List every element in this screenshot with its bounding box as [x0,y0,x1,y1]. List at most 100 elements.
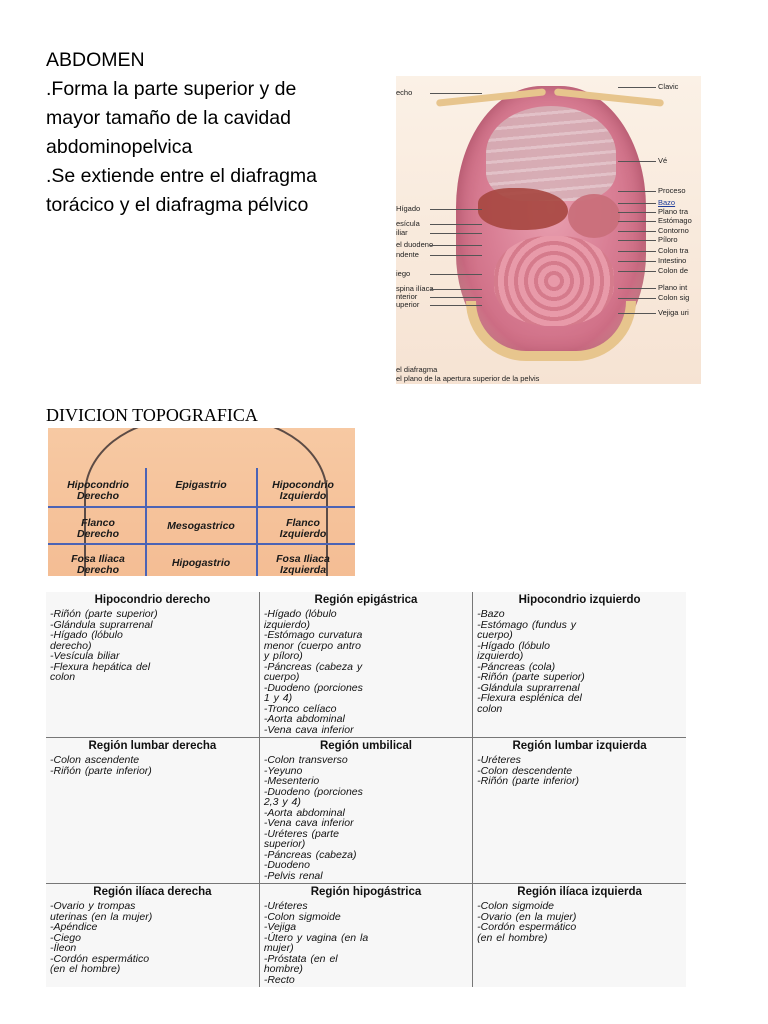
region-title: Región ilíaca derecha [93,886,212,898]
organ-item: -Glándula suprarrenal [50,618,153,631]
table-row: Región lumbar derecha-Colon ascendente-R… [46,737,686,884]
region-label-line: Derecho [76,528,119,540]
intro-title: ABDOMEN [46,49,145,71]
organ-item: -Riñón (parte inferior) [50,764,152,777]
region-divider [145,468,147,576]
organ-item: -Colon sigmoide [477,900,555,912]
organ-item: hombre) [263,963,303,975]
region-divider [256,468,258,576]
anatomy-right-label: Píloro [658,235,678,244]
leader-line [430,245,482,246]
leader-line [430,297,482,298]
anatomy-left-label: iego [396,269,411,278]
region-label-line: Izquierdo [279,490,327,502]
organ-item: -Próstata (en el [263,952,338,965]
leader-line [618,251,656,252]
organ-item: menor (cuerpo antro [263,639,361,652]
organ-item: (en el hombre) [477,931,548,944]
organ-item: -Colon transverso [263,754,348,766]
organ-item: -Aorta abdominal [263,713,345,725]
table-cell: Región lumbar derecha-Colon ascendente-R… [46,737,260,884]
organ-item: -Colon ascendente [50,754,140,766]
intro-text: ABDOMEN .Forma la parte superior y de ma… [46,46,366,220]
organ-item: -Apéndice [50,921,98,933]
organ-item: -Estómago curvatura [263,629,363,641]
organ-item: uterinas (en la mujer) [50,910,153,923]
organ-item: izquierdo) [263,618,310,631]
leader-line [430,93,482,94]
region-divider [48,506,355,508]
organ-item: -Páncreas (cola) [477,660,556,673]
region-label-line: Epigastrio [175,479,227,491]
region-label-line: Flanco [81,517,115,529]
leader-line [430,289,482,290]
anatomy-left-label: spina ilíaca [396,284,434,293]
organ-item: -Mesenterio [263,775,320,787]
region-label-line: Fosa Iliaca [71,553,125,565]
leader-line [618,203,656,204]
organ-item: -Duodeno (porciones [263,681,363,694]
organ-item: -Útero y vagina (en la [263,931,369,944]
ribcage-shape [486,106,616,201]
region-label-line: Derecho [76,564,119,576]
anatomy-left-label: esícula [396,219,420,228]
organ-item: mujer) [263,942,294,954]
anatomy-right-label: Colon sig [658,293,690,302]
organ-item: -Riñón (parte superior) [477,671,585,683]
anatomy-right-label: Proceso [658,186,686,195]
anatomy-right-label: Estómago [658,216,692,225]
leader-line [618,313,656,314]
leader-line [618,212,656,213]
organ-item: cuerpo) [263,671,300,683]
organ-item: -Ovario (en la mujer) [477,910,577,923]
stomach-shape [568,194,620,238]
organ-item: -Páncreas (cabeza) [263,848,357,861]
anatomy-left-label: nterior [396,292,418,301]
organ-item: -Ovario y trompas [50,900,136,912]
organ-item: -Íleon [50,942,77,954]
anatomy-left-label: uperior [396,300,420,309]
figure-caption-line: el plano de la apertura superior de la p… [396,374,540,383]
abdomen-anatomy-illustration: el diafragma el plano de la apertura sup… [396,76,701,384]
organ-item: -Recto [263,973,295,986]
figure-caption-line: el diafragma [396,365,438,374]
intro-line: .Forma la parte superior y de [46,78,297,100]
table-cell: Región ilíaca izquierda -Colon sigmoide-O… [472,883,686,987]
anatomy-left-label: el duodeno [396,240,434,249]
region-label-line: Izquierda [279,564,327,576]
leader-line [430,274,482,275]
region-label: Epigastrio [151,480,251,491]
organ-item: -Vena cava inferior [263,817,354,829]
organ-item: -Uréteres [477,754,521,766]
organ-item: -Uréteres (parte [263,827,339,840]
organ-item: (en el hombre) [50,963,121,975]
organ-item: -Bazo [477,608,505,620]
region-title: Región ilíaca izquierda [517,886,642,898]
region-label: Hipogastrio [151,558,251,569]
liver-shape [478,188,568,230]
organ-by-region-table: Hipocondrio derecho-Riñón (parte superio… [46,592,686,987]
leader-line [618,298,656,299]
region-title: Región hipogástrica [310,886,422,898]
organ-item: -Colon sigmoide [263,910,341,923]
leader-line [618,231,656,232]
region-divider [48,543,355,545]
organ-item: -Tronco celíaco [263,702,337,715]
organ-item: -Vesícula biliar [50,650,120,662]
anatomy-left-label: Hígado [396,204,421,213]
leader-line [430,209,482,210]
leader-line [618,261,656,262]
organ-item: -Pelvis renal [263,869,323,882]
region-title: Región umbilical [319,740,412,752]
leader-line [618,288,656,289]
region-label-line: Mesogastrico [167,520,235,532]
organ-item: izquierdo) [477,650,524,662]
anatomy-right-label: Bazo [658,198,676,207]
organ-item: -Colon descendente [477,764,573,777]
anatomy-right-label: Colon tra [658,246,689,255]
organ-item: superior) [263,838,306,850]
